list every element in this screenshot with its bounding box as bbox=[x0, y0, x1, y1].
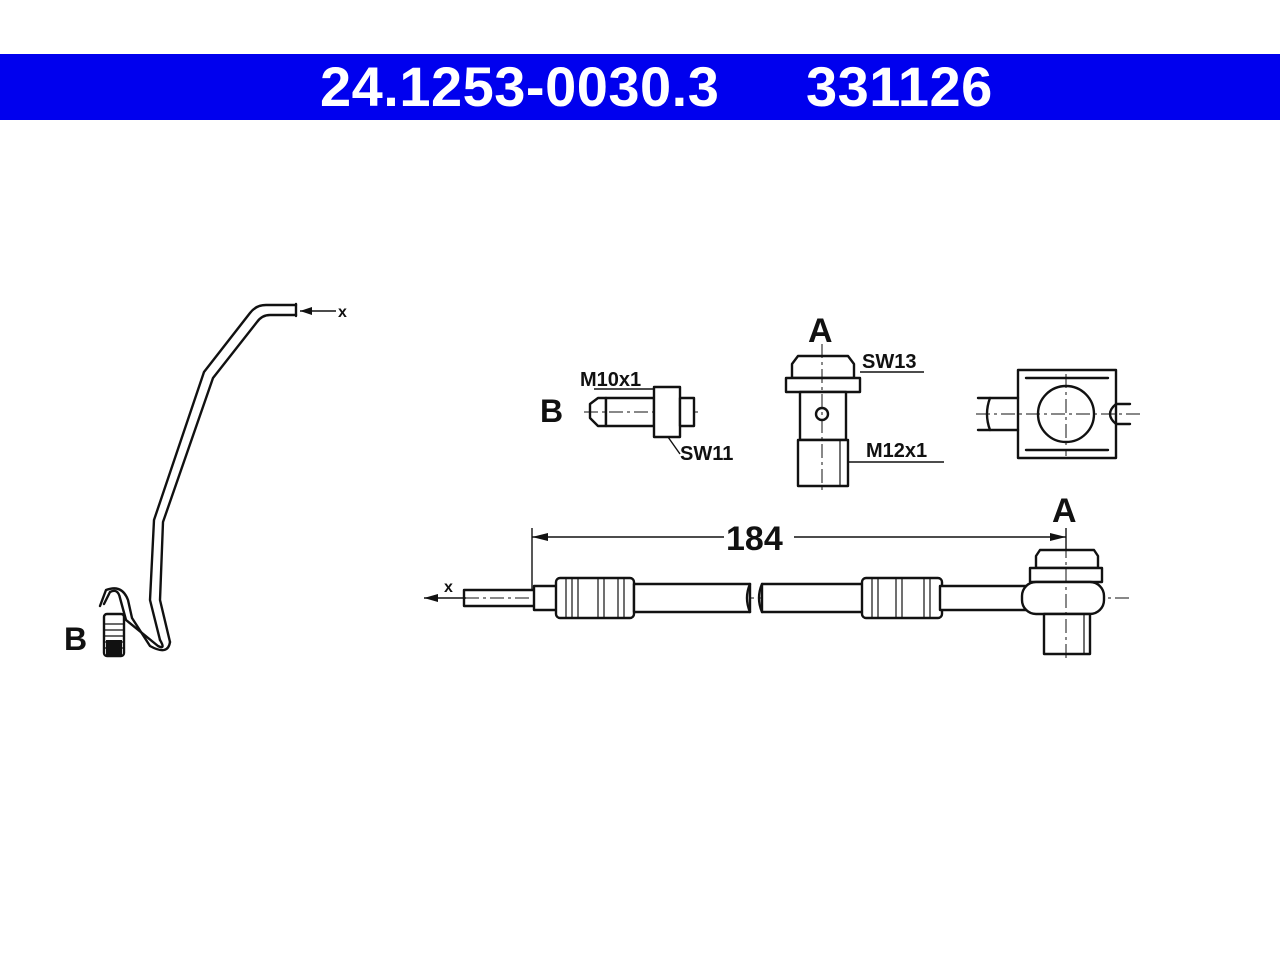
x-arrow-main bbox=[424, 594, 466, 602]
hose-assembly-main: 184 x bbox=[424, 492, 1130, 660]
fitting-b-small bbox=[102, 612, 126, 658]
title-banner: 24.1253-0030.3 331126 bbox=[0, 54, 1280, 120]
detail-a-banjo-bolt: A SW13 M12x1 bbox=[784, 312, 944, 494]
axis-marker-x: x bbox=[338, 304, 347, 321]
detail-b-fitting: M10x1 SW11 B bbox=[540, 369, 733, 465]
reference-number: 331126 bbox=[806, 55, 993, 118]
label-b-detail: B bbox=[540, 393, 563, 429]
label-a-main: A bbox=[1052, 492, 1077, 530]
label-a-detail: A bbox=[808, 312, 833, 350]
dimension-length: 184 bbox=[726, 520, 783, 558]
label-b-side: B bbox=[64, 621, 87, 657]
part-number: 24.1253-0030.3 bbox=[320, 55, 720, 118]
label-thread-a: M12x1 bbox=[866, 440, 927, 462]
axis-marker-x-main: x bbox=[444, 579, 453, 596]
label-wrench-a: SW13 bbox=[862, 351, 916, 373]
banjo-eye-top-view bbox=[976, 368, 1140, 460]
label-wrench-b: SW11 bbox=[680, 443, 733, 465]
x-arrow-left bbox=[300, 307, 336, 315]
label-thread-b: M10x1 bbox=[580, 369, 641, 391]
hose-side-view: x B bbox=[64, 302, 347, 658]
